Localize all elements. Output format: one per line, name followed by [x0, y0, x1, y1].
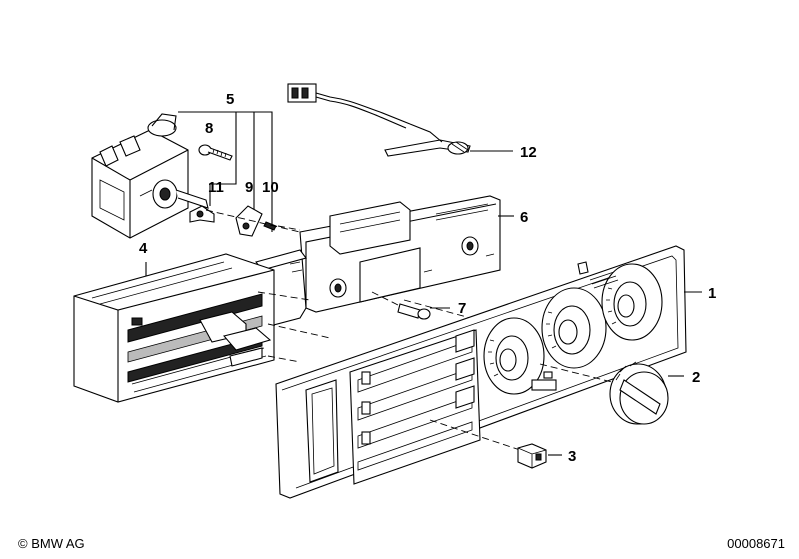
part-10-pin — [263, 221, 277, 231]
callout-10: 10 — [262, 179, 279, 196]
callout-7: 7 — [458, 300, 466, 317]
part-3-push-button — [517, 443, 547, 469]
callout-11: 11 — [208, 179, 224, 196]
callout-3: 3 — [568, 448, 576, 465]
callout-5: 5 — [226, 91, 234, 108]
part-9-lever — [235, 205, 263, 237]
part-1-control-panel — [275, 245, 687, 499]
callout-8: 8 — [205, 120, 213, 137]
part-8-screw — [198, 144, 233, 161]
callout-4: 4 — [139, 240, 148, 257]
part-2-rotary-knob — [609, 361, 669, 425]
callout-9: 9 — [245, 179, 253, 196]
part-7-bulb — [371, 291, 431, 320]
callout-6: 6 — [520, 209, 528, 226]
copyright-text: © BMW AG — [18, 536, 85, 551]
callout-1: 1 — [708, 285, 716, 302]
part-5-actuator-housing — [91, 113, 209, 239]
part-12-wire-harness — [287, 83, 471, 157]
leader-5 — [178, 111, 273, 232]
part-11-clip — [189, 205, 215, 223]
part-6-mounting-bracket — [255, 195, 501, 329]
document-number: 00008671 — [727, 536, 785, 551]
callout-12: 12 — [520, 144, 537, 161]
part-4-slider-box — [73, 253, 275, 403]
leader-11 — [209, 112, 237, 206]
callout-2: 2 — [692, 369, 700, 386]
